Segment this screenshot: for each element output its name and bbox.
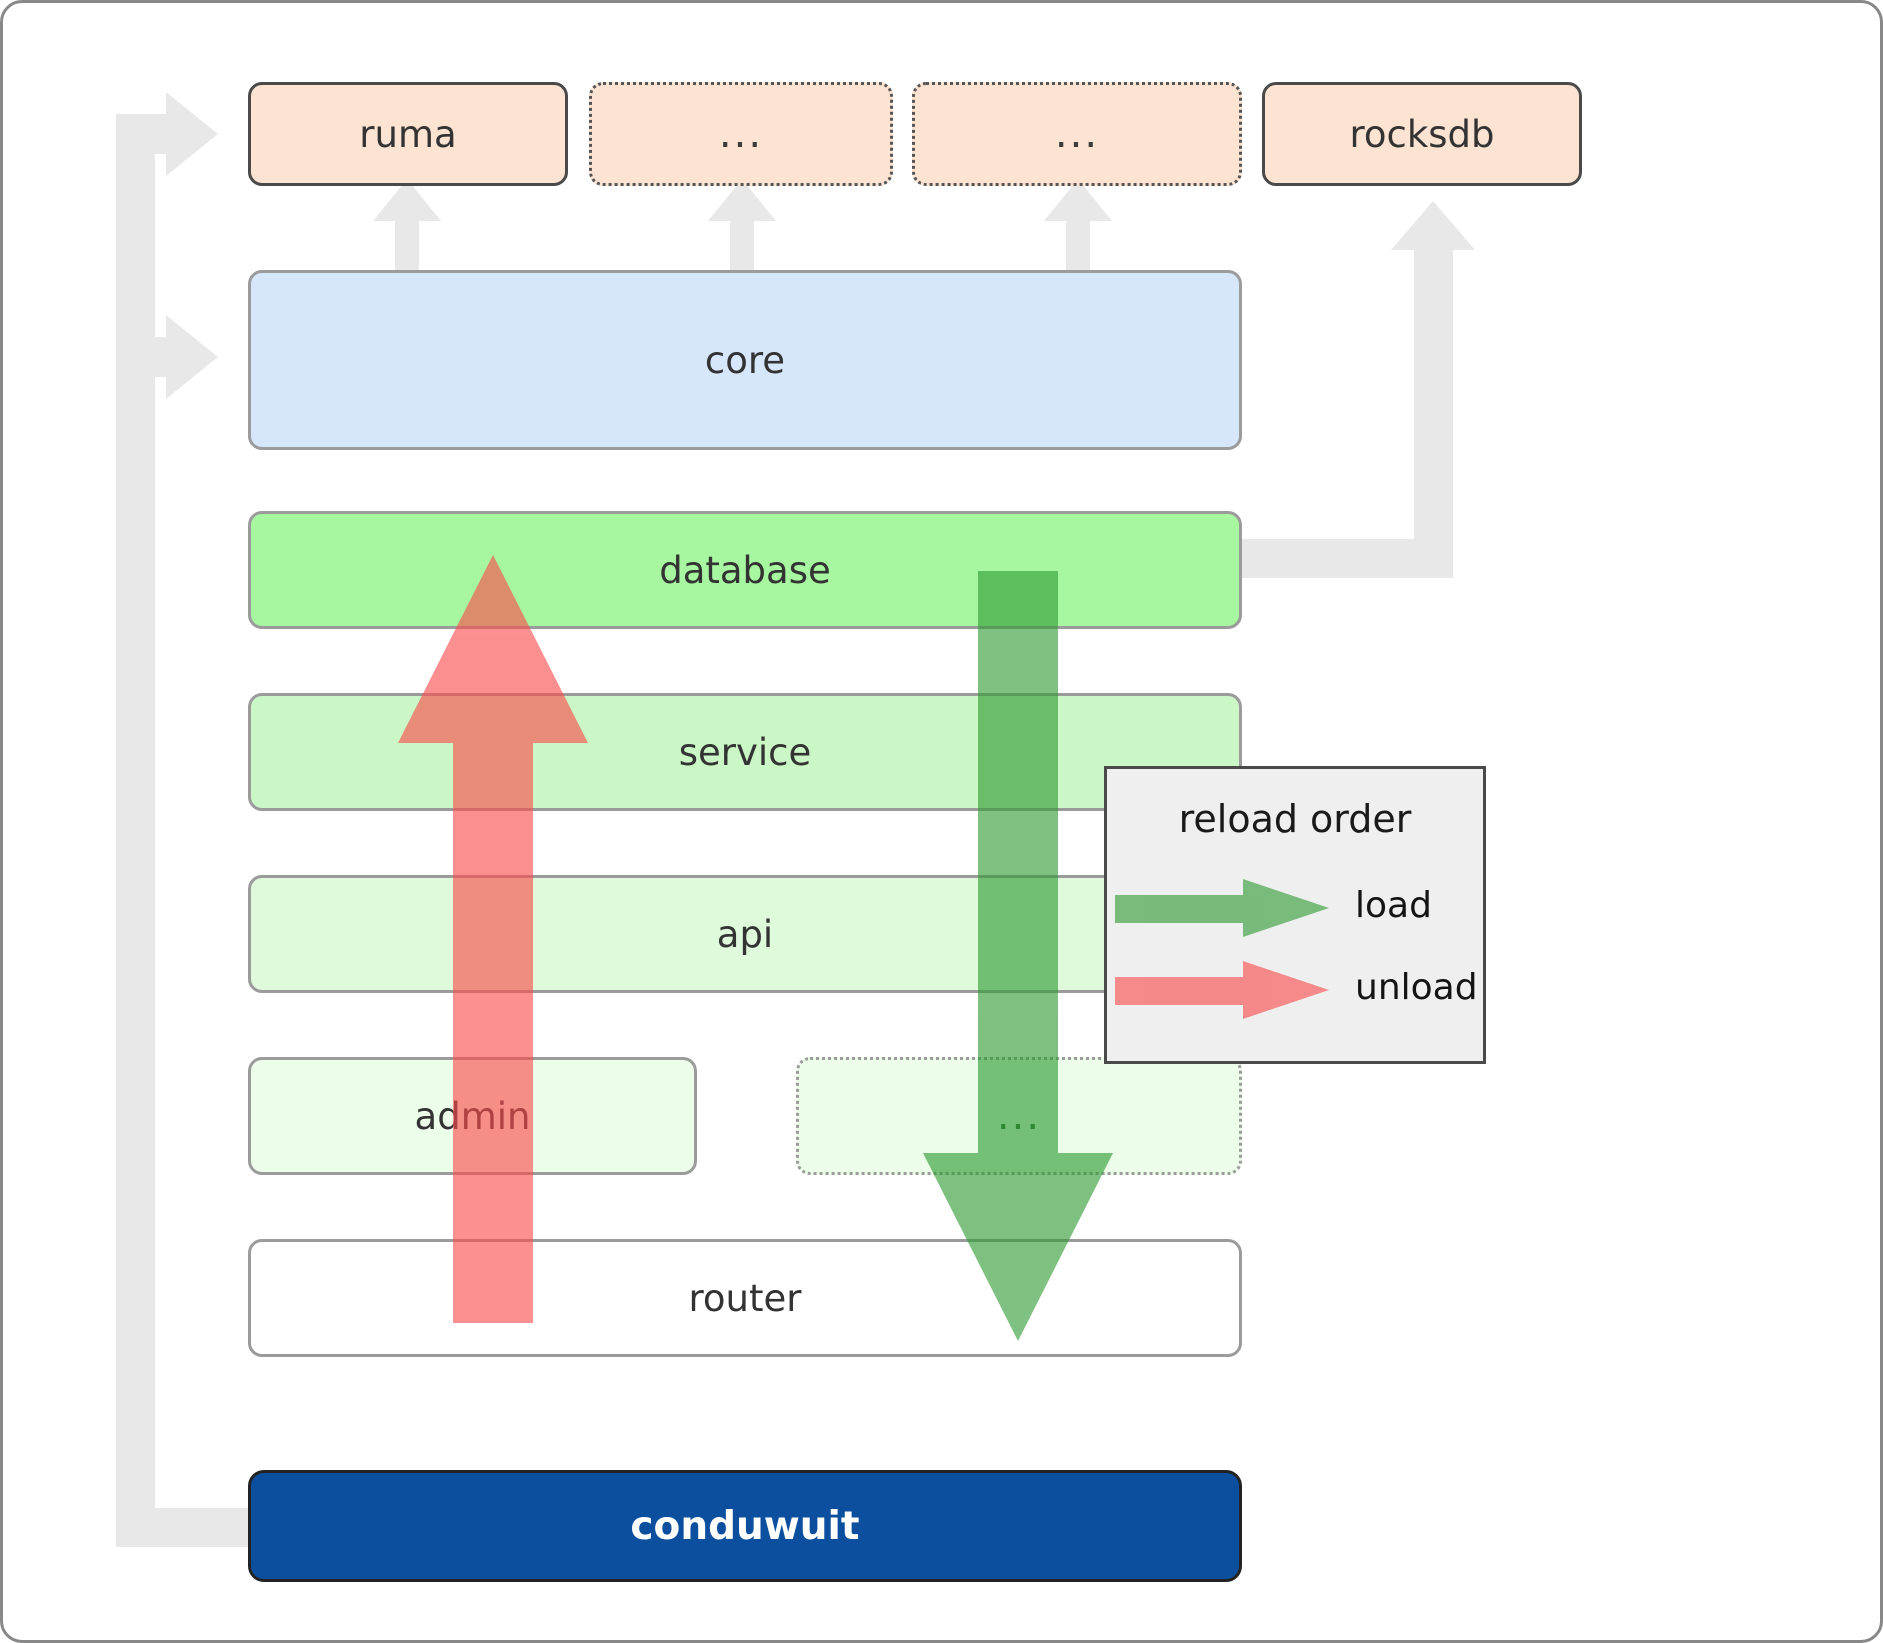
- root-label-conduwuit: conduwuit: [630, 1503, 860, 1549]
- layer-box-api[interactable]: api: [248, 875, 1242, 993]
- layer-box-router[interactable]: router: [248, 1239, 1242, 1357]
- layer-label-database: database: [659, 548, 831, 592]
- legend-label-unload: unload: [1355, 967, 1478, 1008]
- layer-box-service[interactable]: service: [248, 693, 1242, 811]
- reload-order-arrow-layer: [398, 555, 1113, 1341]
- legend-swatch-load-icon: [1115, 879, 1329, 937]
- layer-label-core: core: [704, 338, 786, 382]
- legend-panel: reload order load unload: [1104, 766, 1486, 1064]
- layer-box-admin[interactable]: admin: [248, 1057, 697, 1175]
- layer-label-service: service: [678, 730, 812, 774]
- legend-label-load: load: [1355, 885, 1432, 926]
- dependency-box-ellipsis-2[interactable]: ...: [912, 82, 1242, 186]
- layer-box-ellipsis-bottom[interactable]: ...: [796, 1057, 1242, 1175]
- dependency-label-ellipsis-2: ...: [1054, 111, 1100, 157]
- layer-label-api: api: [716, 912, 774, 956]
- layer-label-ellipsis-bottom: ...: [996, 1093, 1042, 1139]
- layer-label-router: router: [688, 1276, 802, 1320]
- root-box-conduwuit[interactable]: conduwuit: [248, 1470, 1242, 1582]
- dependency-box-rocksdb[interactable]: rocksdb: [1262, 82, 1582, 186]
- dependency-box-ellipsis-1[interactable]: ...: [589, 82, 893, 186]
- layer-box-core[interactable]: core: [248, 270, 1242, 450]
- dependency-label-rocksdb: rocksdb: [1349, 112, 1495, 156]
- legend-swatch-unload-icon: [1115, 961, 1329, 1019]
- legend-row-unload: unload: [1107, 955, 1483, 1025]
- legend-row-load: load: [1107, 873, 1483, 943]
- dependency-connector-layer: [116, 92, 1475, 1547]
- dependency-label-ruma: ruma: [359, 112, 457, 156]
- dependency-box-ruma[interactable]: ruma: [248, 82, 568, 186]
- legend-title: reload order: [1178, 797, 1412, 841]
- layer-label-admin: admin: [414, 1094, 531, 1138]
- dependency-label-ellipsis-1: ...: [718, 111, 764, 157]
- layer-box-database[interactable]: database: [248, 511, 1242, 629]
